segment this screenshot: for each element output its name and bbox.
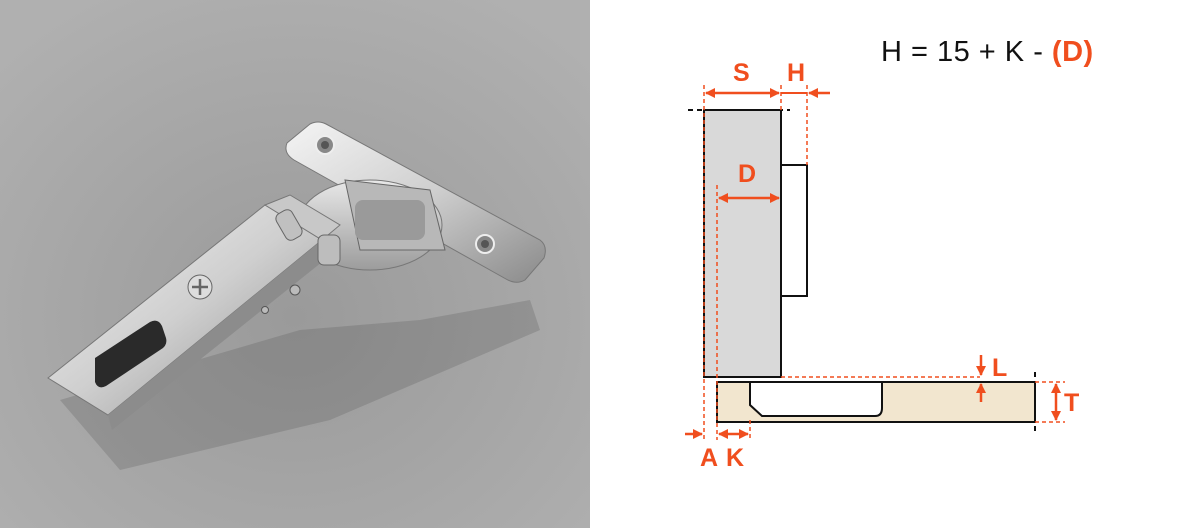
label-d: D: [738, 160, 757, 188]
dimension-drawing: [685, 85, 1065, 440]
label-a: A: [700, 444, 719, 472]
door-panel: [703, 109, 782, 378]
label-k: K: [726, 444, 745, 472]
label-s: S: [733, 59, 750, 87]
hinge-illustration: [0, 0, 590, 528]
label-t: T: [1064, 389, 1080, 417]
formula-highlight: (D): [1051, 36, 1094, 68]
hinge-photo: [0, 0, 590, 528]
hinge-plate: [780, 164, 808, 297]
label-h: H: [787, 59, 806, 87]
formula-text: H = 15 + K -: [881, 36, 1052, 68]
installation-diagram: H = 15 + K - (D) S H D L T A K: [590, 0, 1177, 528]
hinge-formula: H = 15 + K - (D): [881, 36, 1094, 69]
label-l: L: [992, 354, 1008, 382]
